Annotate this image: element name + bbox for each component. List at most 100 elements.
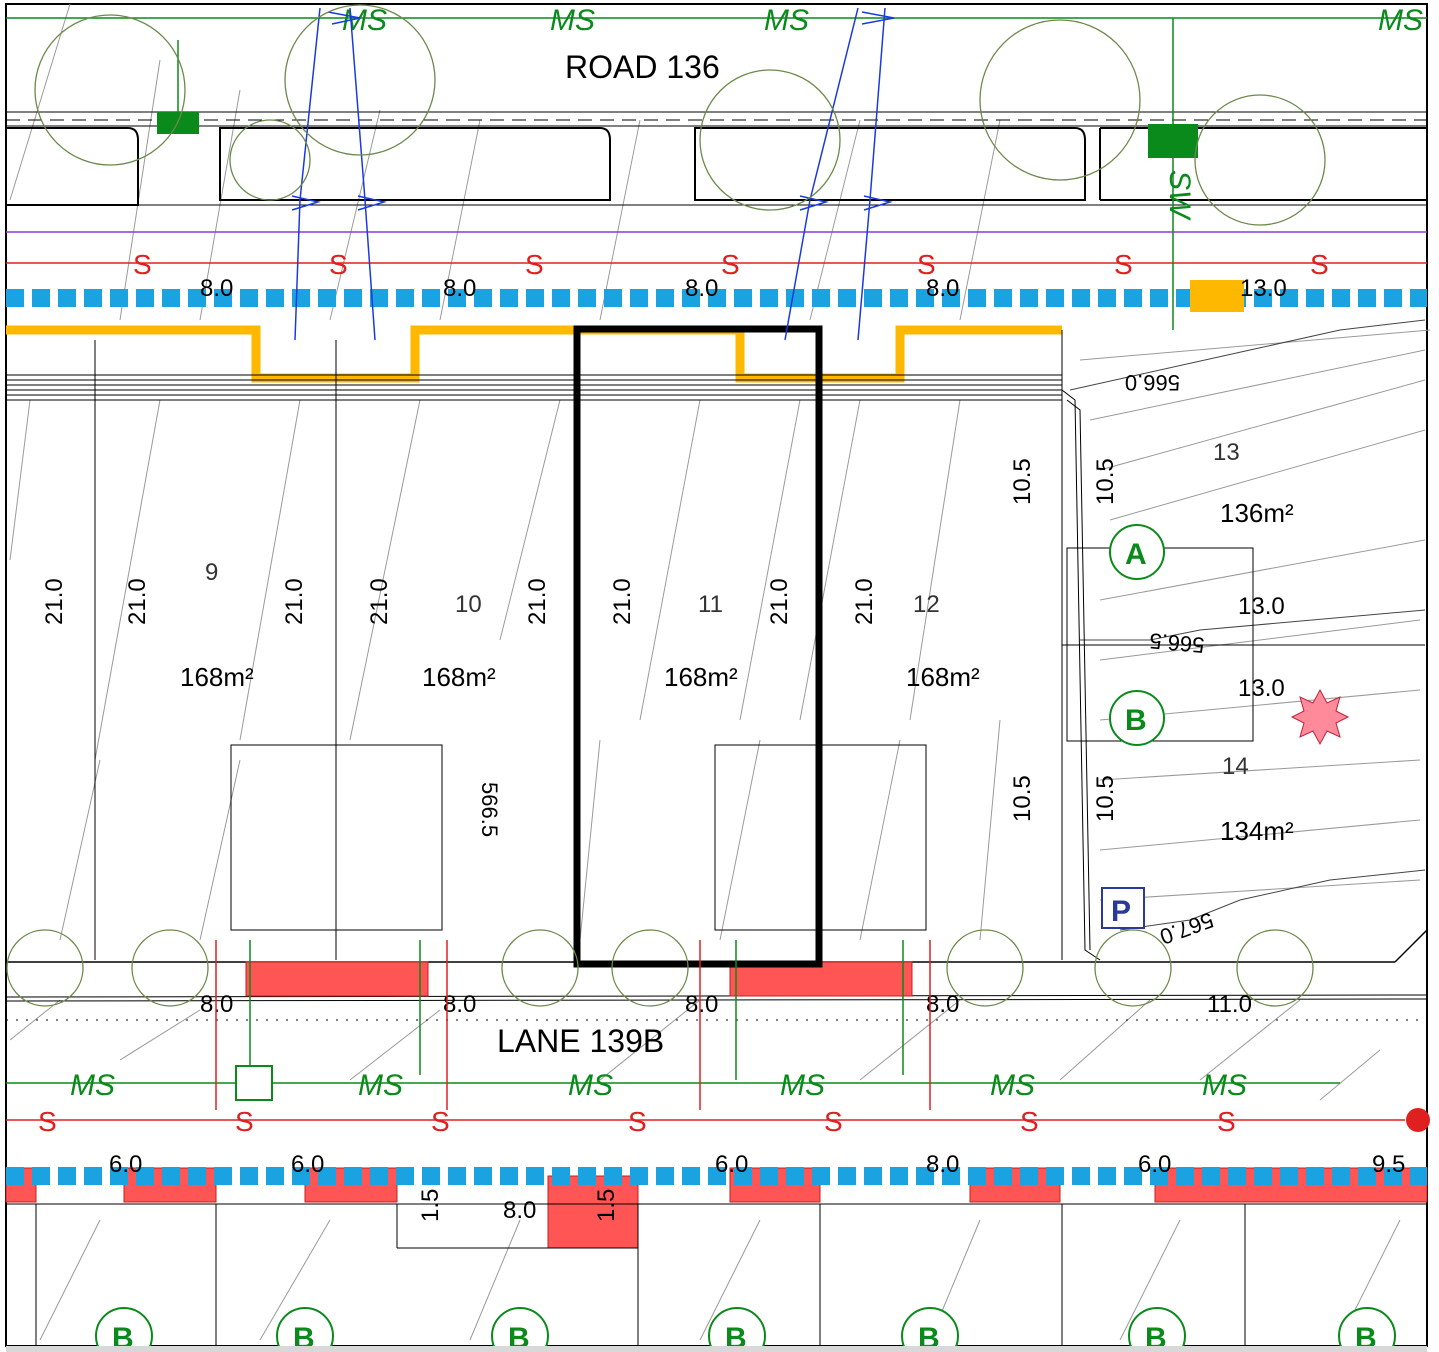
svg-text:21.0: 21.0 bbox=[366, 578, 393, 625]
sewer-label: S bbox=[525, 249, 544, 280]
tree-marker-icon bbox=[1290, 688, 1350, 746]
svg-text:MS: MS bbox=[568, 1069, 613, 1102]
svg-text:8.0: 8.0 bbox=[685, 991, 718, 1018]
svg-text:1.5: 1.5 bbox=[593, 1189, 620, 1222]
svg-text:10.5: 10.5 bbox=[1009, 458, 1036, 505]
lot-area: 168m² bbox=[906, 662, 980, 692]
svg-text:S: S bbox=[235, 1106, 254, 1137]
lot-number: 14 bbox=[1222, 753, 1249, 780]
ms-label: MS bbox=[1378, 4, 1423, 37]
ms-label: MS bbox=[550, 4, 595, 37]
svg-text:21.0: 21.0 bbox=[124, 578, 151, 625]
svg-text:21.0: 21.0 bbox=[609, 578, 636, 625]
sewer-label: S bbox=[1114, 249, 1133, 280]
lot-labels: 9 168m² 10 168m² 11 168m² 12 168m² 13 13… bbox=[180, 439, 1294, 846]
svg-text:B: B bbox=[1355, 1322, 1377, 1352]
stormwater-label: SW bbox=[1163, 170, 1196, 221]
lower-house-badges: B B B B B B B bbox=[95, 1307, 1396, 1352]
svg-text:21.0: 21.0 bbox=[524, 578, 551, 625]
lot-area: 168m² bbox=[180, 662, 254, 692]
lot-depth-dims: 21.0 21.0 21.0 21.0 21.0 21.0 21.0 21.0 bbox=[41, 578, 878, 625]
water-service-lines bbox=[291, 7, 895, 341]
lot-number: 9 bbox=[205, 559, 218, 586]
sewer-label: S bbox=[917, 249, 936, 280]
lot-number: 11 bbox=[698, 591, 723, 618]
svg-text:B: B bbox=[1125, 704, 1147, 737]
sewer-label: S bbox=[1310, 249, 1329, 280]
svg-text:B: B bbox=[293, 1322, 315, 1352]
svg-text:21.0: 21.0 bbox=[851, 578, 878, 625]
svg-text:10.5: 10.5 bbox=[1092, 458, 1119, 505]
contour-steps bbox=[1069, 319, 1426, 931]
svg-text:1.5: 1.5 bbox=[417, 1189, 444, 1222]
house-type-a-badge: A bbox=[1109, 524, 1165, 580]
svg-text:S: S bbox=[431, 1106, 450, 1137]
lot-area: 168m² bbox=[664, 662, 738, 692]
svg-text:6.0: 6.0 bbox=[715, 1151, 748, 1178]
svg-text:6.0: 6.0 bbox=[291, 1151, 324, 1178]
svg-text:B: B bbox=[112, 1322, 134, 1352]
contour-lines bbox=[9, 3, 1431, 1341]
kerb-inlet-right bbox=[1148, 124, 1198, 158]
ms-labels-lower: MS MS MS MS MS MS bbox=[70, 1069, 1247, 1102]
svg-text:13.0: 13.0 bbox=[1238, 675, 1285, 702]
svg-text:6.0: 6.0 bbox=[109, 1151, 142, 1178]
lane-label: LANE 139B bbox=[497, 1023, 664, 1059]
svg-text:MS: MS bbox=[70, 1069, 115, 1102]
svg-text:S: S bbox=[38, 1106, 57, 1137]
svg-text:8.0: 8.0 bbox=[926, 275, 959, 302]
svg-text:MS: MS bbox=[1202, 1069, 1247, 1102]
svg-text:21.0: 21.0 bbox=[41, 578, 68, 625]
svg-text:566.0: 566.0 bbox=[1125, 370, 1180, 395]
svg-text:566.5: 566.5 bbox=[477, 782, 502, 837]
svg-text:11.0: 11.0 bbox=[1207, 991, 1252, 1018]
road-label: ROAD 136 bbox=[565, 49, 720, 85]
svg-text:21.0: 21.0 bbox=[281, 578, 308, 625]
svg-text:8.0: 8.0 bbox=[685, 275, 718, 302]
lower-dims: 6.0 6.0 6.0 8.0 6.0 9.5 8.0 1.5 1.5 bbox=[109, 1151, 1405, 1224]
svg-text:21.0: 21.0 bbox=[766, 578, 793, 625]
svg-text:MS: MS bbox=[358, 1069, 403, 1102]
svg-text:S: S bbox=[1217, 1106, 1236, 1137]
svg-text:A: A bbox=[1125, 538, 1147, 571]
lower-lot-boundaries bbox=[6, 1203, 1427, 1346]
lot-number: 12 bbox=[913, 591, 940, 618]
svg-text:9.5: 9.5 bbox=[1372, 1151, 1405, 1178]
svg-text:B: B bbox=[1145, 1322, 1167, 1352]
svg-text:6.0: 6.0 bbox=[1138, 1151, 1171, 1178]
road-frontage-dims: 8.0 8.0 8.0 8.0 13.0 bbox=[200, 275, 1287, 302]
sewer-label: S bbox=[329, 249, 348, 280]
sewer-label: S bbox=[721, 249, 740, 280]
svg-text:10.5: 10.5 bbox=[1009, 775, 1036, 822]
house-type-b-badge: B bbox=[1109, 690, 1165, 746]
svg-text:8.0: 8.0 bbox=[200, 275, 233, 302]
sewer-manhole-icon bbox=[1406, 1108, 1430, 1132]
sewer-drops bbox=[215, 940, 931, 1110]
svg-text:8.0: 8.0 bbox=[926, 1151, 959, 1178]
svg-text:S: S bbox=[1020, 1106, 1039, 1137]
svg-text:B: B bbox=[508, 1322, 530, 1352]
svg-text:10.5: 10.5 bbox=[1092, 775, 1119, 822]
sewer-labels-top: S S S S S S S bbox=[133, 249, 1329, 280]
parking-symbol: P bbox=[1101, 887, 1145, 929]
svg-text:13.0: 13.0 bbox=[1238, 593, 1285, 620]
stormwater-pit bbox=[1190, 280, 1244, 312]
svg-text:8.0: 8.0 bbox=[926, 991, 959, 1018]
svg-text:S: S bbox=[824, 1106, 843, 1137]
svg-text:S: S bbox=[628, 1106, 647, 1137]
lot-boundaries bbox=[6, 330, 1425, 961]
svg-text:B: B bbox=[725, 1322, 747, 1352]
svg-text:566.5: 566.5 bbox=[1148, 628, 1205, 658]
svg-text:8.0: 8.0 bbox=[443, 275, 476, 302]
sewer-labels-lower: S S S S S S S bbox=[38, 1106, 1236, 1137]
svg-text:8.0: 8.0 bbox=[503, 1197, 536, 1224]
sewer-label: S bbox=[133, 249, 152, 280]
svg-text:13.0: 13.0 bbox=[1240, 275, 1287, 302]
selected-lot-11-outline[interactable] bbox=[573, 325, 823, 968]
corner-lot-dims: 10.5 10.5 10.5 10.5 13.0 13.0 bbox=[1009, 458, 1285, 822]
lot-area: 134m² bbox=[1220, 816, 1294, 846]
lot-area: 136m² bbox=[1220, 498, 1294, 528]
street-trees bbox=[6, 4, 1326, 1007]
bottom-scrollbar[interactable] bbox=[6, 1346, 1427, 1352]
